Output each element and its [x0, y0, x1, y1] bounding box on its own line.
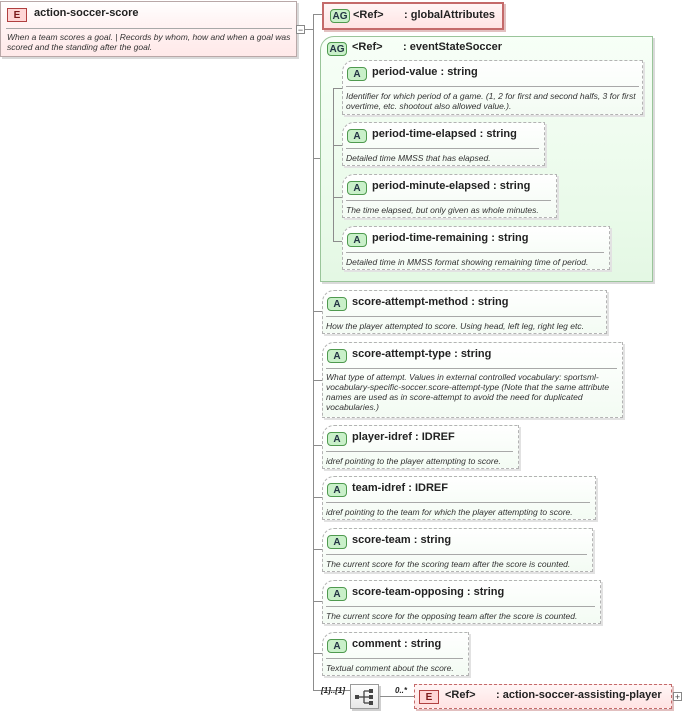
- attribute-badge: A: [327, 587, 347, 601]
- sequence-compositor[interactable]: [350, 684, 379, 709]
- attribute-separator: [326, 368, 617, 369]
- root-element-doc: When a team scores a goal. | Records by …: [7, 32, 291, 52]
- group-connector-branch: [333, 241, 342, 242]
- assisting-player-ref-box[interactable]: E <Ref> : action-soccer-assisting-player: [414, 684, 672, 709]
- attribute-period-value[interactable]: A period-value : string Identifier for w…: [342, 60, 643, 115]
- connector-branch: [313, 14, 322, 15]
- assisting-player-name: : action-soccer-assisting-player: [496, 689, 662, 701]
- attribute-name: period-minute-elapsed : string: [372, 180, 531, 192]
- connector-branch: [313, 653, 322, 654]
- attribute-name: team-idref : IDREF: [352, 482, 448, 494]
- attribute-separator: [326, 606, 595, 607]
- attribute-doc: idref pointing to the player attempting …: [326, 456, 501, 466]
- sequence-connector: [380, 696, 414, 697]
- attribute-separator: [346, 200, 551, 201]
- attribute-name: score-team : string: [352, 534, 452, 546]
- attribute-badge: A: [347, 67, 367, 81]
- group-connector-trunk: [333, 88, 334, 241]
- attribute-separator: [326, 554, 587, 555]
- attribute-badge: A: [327, 639, 347, 653]
- attribute-name: player-idref : IDREF: [352, 431, 455, 443]
- attribute-doc: The time elapsed, but only given as whol…: [346, 205, 539, 215]
- attribute-separator: [346, 86, 639, 87]
- attribute-badge: A: [327, 349, 347, 363]
- connector-branch: [313, 549, 322, 550]
- attribute-group-badge: AG: [327, 42, 347, 56]
- attribute-separator: [326, 316, 601, 317]
- attribute-score-attempt-type[interactable]: A score-attempt-type : string What type …: [322, 342, 623, 418]
- attribute-badge: A: [327, 483, 347, 497]
- element-badge: E: [7, 8, 27, 22]
- root-separator: [6, 28, 292, 29]
- sequence-cardinality: [1]..[1]: [321, 686, 345, 695]
- attribute-doc: Textual comment about the score.: [326, 663, 454, 673]
- sequence-icon: [355, 689, 373, 705]
- attribute-separator: [326, 502, 590, 503]
- attribute-name: score-attempt-type : string: [352, 348, 492, 360]
- expand-toggle-icon[interactable]: +: [673, 692, 682, 702]
- attribute-period-time-elapsed[interactable]: A period-time-elapsed : string Detailed …: [342, 122, 545, 166]
- attribute-name: score-team-opposing : string: [352, 586, 505, 598]
- group-connector-branch: [333, 88, 342, 89]
- global-attributes-ref-box[interactable]: AG <Ref> : globalAttributes: [322, 2, 504, 30]
- ref-label: <Ref>: [353, 9, 384, 21]
- attribute-doc: Detailed time MMSS that has elapsed.: [346, 153, 491, 163]
- attribute-separator: [346, 252, 604, 253]
- attribute-period-time-remaining[interactable]: A period-time-remaining : string Detaile…: [342, 226, 610, 270]
- attribute-separator: [326, 451, 513, 452]
- attribute-score-team[interactable]: A score-team : string The current score …: [322, 528, 593, 572]
- root-element-name: action-soccer-score: [34, 7, 139, 19]
- connector-branch: [313, 380, 322, 381]
- attribute-name: period-value : string: [372, 66, 478, 78]
- attribute-group-badge: AG: [330, 9, 350, 23]
- connector-trunk: [313, 14, 314, 690]
- attribute-doc: The current score for the scoring team a…: [326, 559, 571, 569]
- attribute-badge: A: [347, 181, 367, 195]
- group-connector-branch: [333, 145, 342, 146]
- connector-branch: [313, 601, 322, 602]
- attribute-doc: Detailed time in MMSS format showing rem…: [346, 257, 589, 267]
- attribute-period-minute-elapsed[interactable]: A period-minute-elapsed : string The tim…: [342, 174, 557, 218]
- connector-branch: [313, 311, 322, 312]
- attribute-score-team-opposing[interactable]: A score-team-opposing : string The curre…: [322, 580, 601, 624]
- attribute-name: period-time-remaining : string: [372, 232, 529, 244]
- attribute-doc: idref pointing to the team for which the…: [326, 507, 573, 517]
- ref-label: <Ref>: [352, 41, 383, 53]
- attribute-name: comment : string: [352, 638, 442, 650]
- attribute-doc: What type of attempt. Values in external…: [326, 372, 610, 412]
- connector-branch: [313, 445, 322, 446]
- attribute-separator: [346, 148, 539, 149]
- collapse-toggle-icon[interactable]: −: [296, 25, 305, 35]
- attribute-badge: A: [347, 233, 367, 247]
- attribute-name: period-time-elapsed : string: [372, 128, 517, 140]
- attribute-badge: A: [327, 297, 347, 311]
- attribute-doc: How the player attempted to score. Using…: [326, 321, 584, 331]
- child-cardinality: 0..*: [395, 686, 408, 695]
- attribute-badge: A: [327, 432, 347, 446]
- attribute-separator: [326, 658, 463, 659]
- attribute-comment[interactable]: A comment : string Textual comment about…: [322, 632, 469, 676]
- connector-line: [305, 29, 313, 30]
- attribute-badge: A: [327, 535, 347, 549]
- attribute-name: score-attempt-method : string: [352, 296, 509, 308]
- element-badge: E: [419, 690, 439, 704]
- attribute-team-idref[interactable]: A team-idref : IDREF idref pointing to t…: [322, 476, 596, 520]
- attribute-score-attempt-method[interactable]: A score-attempt-method : string How the …: [322, 290, 607, 334]
- group-connector-branch: [333, 197, 342, 198]
- event-state-soccer-name: : eventStateSoccer: [403, 41, 503, 53]
- global-attributes-name: : globalAttributes: [404, 9, 496, 21]
- connector-branch: [313, 497, 322, 498]
- attribute-doc: The current score for the opposing team …: [326, 611, 578, 621]
- ref-label: <Ref>: [445, 689, 476, 701]
- attribute-badge: A: [347, 129, 367, 143]
- connector-branch: [313, 690, 350, 691]
- connector-branch: [313, 158, 322, 159]
- attribute-player-idref[interactable]: A player-idref : IDREF idref pointing to…: [322, 425, 519, 469]
- attribute-doc: Identifier for which period of a game. (…: [346, 91, 636, 111]
- root-element-box[interactable]: E action-soccer-score When a team scores…: [0, 1, 297, 57]
